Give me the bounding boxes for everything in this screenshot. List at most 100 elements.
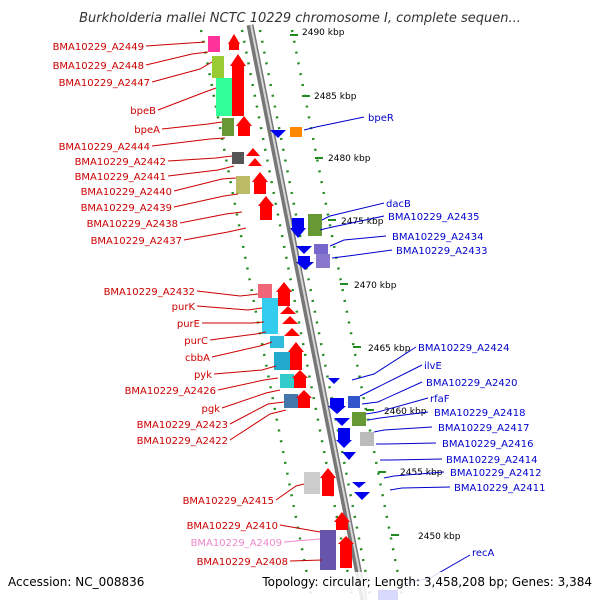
tick-label-2470: 2470 kbp bbox=[354, 281, 397, 291]
gene-label[interactable]: BMA10229_A2426 bbox=[125, 386, 216, 397]
forward-gene-arrow bbox=[320, 468, 336, 478]
gene-label[interactable]: BMA10229_A2444 bbox=[59, 142, 150, 153]
gene-label[interactable]: BMA10229_A2442 bbox=[75, 157, 166, 168]
gene-block bbox=[284, 394, 298, 408]
gene-block bbox=[222, 118, 234, 136]
gene-label[interactable]: BMA10229_A2412 bbox=[450, 468, 541, 479]
reverse-gene-arrow bbox=[336, 440, 352, 448]
gene-label[interactable]: BMA10229_A2417 bbox=[438, 423, 529, 434]
reverse-gene-arrow bbox=[292, 218, 304, 228]
forward-gene-arrow bbox=[278, 292, 290, 306]
gene-label[interactable]: BMA10229_A2408 bbox=[197, 557, 288, 568]
gene-block bbox=[290, 127, 302, 137]
gene-block bbox=[236, 176, 250, 194]
gene-label[interactable]: BMA10229_A2441 bbox=[75, 172, 166, 183]
forward-strand-arrows bbox=[228, 34, 354, 568]
gene-label[interactable]: BMA10229_A2409 bbox=[191, 538, 282, 549]
gene-label[interactable]: BMA10229_A2433 bbox=[396, 246, 487, 257]
tick-label-2465: 2465 kbp bbox=[368, 344, 411, 354]
tick-label-2450: 2450 kbp bbox=[418, 532, 461, 542]
gene-label[interactable]: recA bbox=[472, 548, 495, 559]
gene-label[interactable]: BMA10229_A2415 bbox=[183, 496, 274, 507]
reverse-gene-arrow bbox=[330, 398, 344, 406]
gene-label[interactable]: bpeA bbox=[134, 125, 160, 136]
gene-label[interactable]: pgk bbox=[202, 404, 221, 415]
forward-gene-arrow bbox=[258, 196, 274, 206]
gene-block bbox=[308, 214, 322, 236]
forward-gene-arrow bbox=[338, 536, 354, 544]
tick-label-2490: 2490 kbp bbox=[302, 28, 345, 38]
gene-label[interactable]: BMA10229_A2434 bbox=[392, 232, 483, 243]
gene-block bbox=[360, 432, 374, 446]
forward-gene-arrow bbox=[294, 378, 306, 388]
gene-block bbox=[314, 244, 328, 254]
tick-label-2460: 2460 kbp bbox=[384, 407, 427, 417]
forward-gene-arrow bbox=[290, 352, 302, 370]
gene-label[interactable]: BMA10229_A2432 bbox=[104, 287, 195, 298]
gene-block bbox=[348, 396, 360, 408]
gene-label[interactable]: bpeR bbox=[368, 113, 394, 124]
gene-label[interactable]: BMA10229_A2448 bbox=[53, 61, 144, 72]
gene-label[interactable]: BMA10229_A2447 bbox=[59, 78, 150, 89]
right-label-leaders bbox=[303, 116, 471, 585]
forward-gene-arrow bbox=[254, 182, 266, 194]
gene-label[interactable]: BMA10229_A2440 bbox=[81, 187, 172, 198]
gene-label[interactable]: BMA10229_A2410 bbox=[187, 521, 278, 532]
gene-label[interactable]: BMA10229_A2424 bbox=[418, 343, 509, 354]
gene-label[interactable]: BMA10229_A2449 bbox=[53, 42, 144, 53]
forward-gene-arrow bbox=[248, 158, 262, 166]
gene-label[interactable]: BMA10229_A2422 bbox=[137, 436, 228, 447]
gene-block bbox=[262, 298, 278, 334]
forward-gene-arrow bbox=[229, 44, 239, 50]
gene-label[interactable]: purC bbox=[184, 336, 208, 347]
gene-label[interactable]: bpeB bbox=[130, 106, 156, 117]
gene-label[interactable]: BMA10229_A2435 bbox=[388, 212, 479, 223]
reverse-gene-arrow bbox=[334, 418, 350, 426]
reverse-gene-arrow bbox=[328, 406, 346, 414]
tick-label-2480: 2480 kbp bbox=[328, 154, 371, 164]
gene-label[interactable]: dacB bbox=[386, 199, 411, 210]
gene-label[interactable]: pyk bbox=[194, 370, 212, 381]
forward-gene-arrow bbox=[334, 512, 350, 522]
gene-label[interactable]: BMA10229_A2439 bbox=[81, 203, 172, 214]
forward-gene-arrow bbox=[246, 148, 260, 156]
right-gene-labels: bpeR dacB BMA10229_A2435 BMA10229_A2434 … bbox=[368, 113, 545, 559]
gene-label[interactable]: BMA10229_A2423 bbox=[137, 420, 228, 431]
gene-label[interactable]: BMA10229_A2411 bbox=[454, 483, 545, 494]
gene-block bbox=[212, 56, 224, 78]
gene-label[interactable]: BMA10229_A2416 bbox=[442, 439, 533, 450]
forward-gene-arrow bbox=[322, 478, 334, 496]
gene-label[interactable]: rfaF bbox=[430, 394, 450, 405]
kbp-scale: 2490 kbp 2485 kbp 2480 kbp 2475 kbp 2470… bbox=[290, 28, 461, 542]
gene-block bbox=[216, 78, 234, 116]
reverse-gene-arrow bbox=[290, 228, 306, 238]
gene-block bbox=[270, 336, 284, 348]
reverse-gene-blocks bbox=[290, 127, 374, 446]
reverse-gene-arrow bbox=[270, 130, 286, 138]
forward-gene-arrow bbox=[298, 398, 310, 408]
gene-block bbox=[316, 254, 330, 268]
gene-label[interactable]: BMA10229_A2418 bbox=[434, 408, 525, 419]
reverse-gene-arrow bbox=[338, 428, 350, 440]
forward-gene-arrow bbox=[292, 370, 308, 378]
gene-block bbox=[352, 412, 366, 426]
gene-label[interactable]: cbbA bbox=[185, 353, 210, 364]
gene-label[interactable]: ilvE bbox=[424, 361, 442, 372]
forward-track-dots-inner bbox=[240, 29, 355, 600]
reverse-gene-arrow bbox=[296, 262, 314, 270]
forward-gene-arrow bbox=[284, 328, 300, 336]
forward-gene-arrow bbox=[296, 390, 312, 398]
gene-label[interactable]: BMA10229_A2437 bbox=[91, 236, 182, 247]
gene-label[interactable]: BMA10229_A2438 bbox=[87, 219, 178, 230]
gene-label[interactable]: BMA10229_A2420 bbox=[426, 378, 517, 389]
accession-text: Accession: NC_008836 bbox=[8, 575, 144, 589]
reverse-gene-arrow bbox=[298, 256, 310, 262]
reverse-gene-arrow bbox=[352, 482, 366, 488]
gene-label[interactable]: purK bbox=[172, 302, 196, 313]
gene-block bbox=[208, 36, 220, 52]
forward-gene-arrow bbox=[280, 306, 296, 314]
gene-label[interactable]: purE bbox=[177, 319, 200, 330]
gene-label[interactable]: BMA10229_A2414 bbox=[446, 455, 537, 466]
forward-gene-arrow bbox=[230, 54, 246, 66]
